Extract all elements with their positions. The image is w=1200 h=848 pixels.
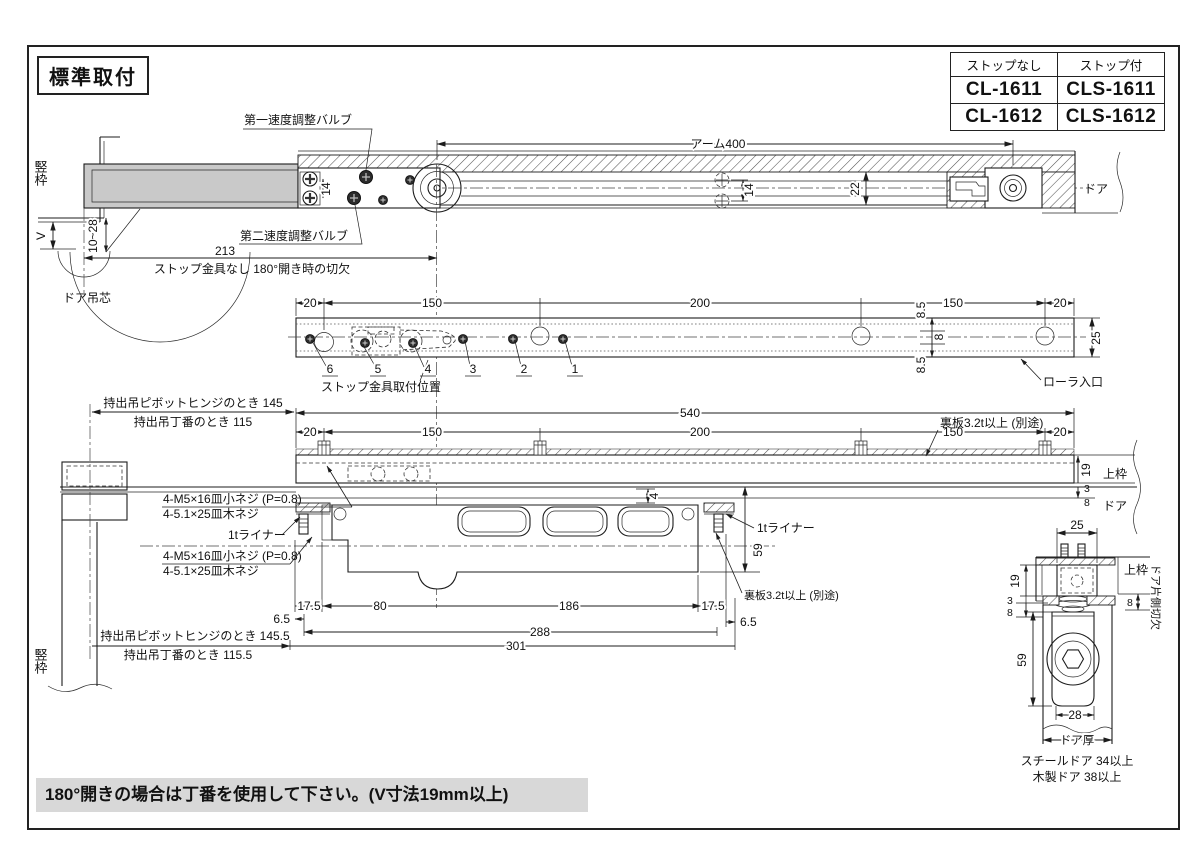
frame-label-bottom: 竪枠 (33, 648, 48, 674)
dim-14-left: 14 (319, 182, 333, 196)
dim-540: 540 (680, 406, 700, 420)
model-header-no-stop: ストップなし (950, 52, 1058, 77)
valve2-label: 第二速度調整バルブ (240, 228, 348, 243)
dim-175b: 17.5 (701, 599, 725, 613)
fr-dim-150a: 150 (422, 425, 442, 439)
butt-hinge-note: 持出吊丁番のとき 115 (134, 414, 253, 429)
fr-dim-20b: 20 (1053, 425, 1067, 439)
pos-1: 1 (572, 362, 579, 376)
fr-dim-150b: 150 (943, 425, 963, 439)
model-cell: CLS-1612 (1057, 103, 1165, 131)
cutout-note: ストップ金具なし 180°開き時の切欠 (154, 261, 350, 276)
rail-plan-view: 20 150 200 150 20 6 5 4 3 2 1 ストップ金具取付位置… (288, 296, 1105, 394)
door-label-front: ドア (1103, 499, 1127, 513)
butt-hinge-note-2: 持出吊丁番のとき 115.5 (124, 647, 253, 662)
dim-4: 4 (647, 492, 661, 499)
dim-v: V (34, 232, 48, 240)
dim-22: 22 (848, 182, 862, 196)
pos-5: 5 (375, 362, 382, 376)
sec-dim-3: 3 (1007, 595, 1013, 607)
dim-19-front: 19 (1079, 463, 1093, 477)
dim-213: 213 (215, 244, 235, 258)
wood-screw-note-2: 4-5.1×25皿木ネジ (163, 564, 259, 578)
backplate-note-1: 裏板3.2t以上 (別途) (940, 415, 1043, 430)
pos-3: 3 (470, 362, 477, 376)
machine-screw-note-2: 4-M5×16皿小ネジ (P=0.8) (163, 549, 302, 563)
dim-8-rail: 8 (932, 333, 946, 340)
dim-65-left: 6.5 (273, 612, 290, 626)
pos-2: 2 (521, 362, 528, 376)
door-notch-label: ドア片側切欠 (1149, 564, 1163, 630)
rail-dim-20b: 20 (1053, 296, 1067, 310)
sec-dim-59: 59 (1015, 653, 1029, 667)
dim-175a: 17.5 (297, 599, 321, 613)
pos-4: 4 (425, 362, 432, 376)
frame-label-top: 竪枠 (33, 160, 48, 186)
pivot-hinge-note-2: 持出吊ピボットヒンジのとき 145.5 (100, 628, 290, 643)
liner-note-1: 1tライナー (228, 528, 286, 542)
page-title: 標準取付 (49, 67, 137, 89)
footnote-text: 180°開きの場合は丁番を使用して下さい。(V寸法19mm以上) (45, 785, 509, 804)
rail-dim-150b: 150 (943, 296, 963, 310)
stop-position-label: ストップ金具取付位置 (321, 379, 441, 394)
roller-entry-label: ローラ入口 (1043, 375, 1103, 389)
dim-80: 80 (373, 599, 387, 613)
model-cell: CL-1612 (950, 103, 1058, 131)
liner-note-2: 1tライナー (757, 521, 815, 535)
model-cell: CLS-1611 (1057, 76, 1165, 104)
model-cell: CL-1611 (950, 76, 1058, 104)
sec-dim-8-left: 8 (1007, 607, 1013, 619)
machine-screw-note-1: 4-M5×16皿小ネジ (P=0.8) (163, 492, 302, 506)
dim-186: 186 (559, 599, 579, 613)
sec-dim-25: 25 (1070, 518, 1084, 532)
sec-dim-19: 19 (1008, 574, 1022, 588)
fr-dim-200: 200 (690, 425, 710, 439)
valve1-label: 第一速度調整バルブ (244, 112, 352, 127)
footnote-bar: 180°開きの場合は丁番を使用して下さい。(V寸法19mm以上) (36, 778, 588, 812)
dim-85a: 8.5 (914, 301, 928, 318)
dim-59-front: 59 (751, 543, 765, 557)
dim-85b: 8.5 (914, 356, 928, 373)
dim-10-28: 10~28 (86, 219, 100, 253)
rail-dim-150a: 150 (422, 296, 442, 310)
dim-65-right: 6.5 (740, 615, 757, 629)
sec-top-frame: 上枠 (1124, 563, 1148, 577)
dim-14-right: 14 (742, 183, 756, 197)
door-label-top: ドア (1084, 182, 1108, 196)
rail-dim-200: 200 (690, 296, 710, 310)
title-badge: 標準取付 (37, 56, 149, 95)
section-detail-view: 25 上枠 19 3 8 8 ドア片側切欠 59 28 ドア厚 スチールドア 3… (1006, 516, 1163, 784)
pivot-hinge-note: 持出吊ピボットヒンジのとき 145 (103, 395, 283, 410)
fr-dim-20a: 20 (303, 425, 317, 439)
dim-288: 288 (530, 625, 550, 639)
rail-dim-20a: 20 (303, 296, 317, 310)
dim-25-rail: 25 (1089, 331, 1103, 345)
model-table: ストップなし ストップ付 CL-1611 CLS-1611 CL-1612 CL… (950, 52, 1165, 131)
dim-8-front: 8 (1084, 497, 1090, 509)
arm-dim: アーム400 (691, 137, 746, 151)
top-frame-label: 上枠 (1103, 467, 1127, 481)
page-border (27, 45, 1180, 830)
wood-screw-note-1: 4-5.1×25皿木ネジ (163, 507, 259, 521)
dim-301: 301 (506, 639, 526, 653)
hinge-center-label: ドア吊芯 (63, 291, 111, 305)
steel-door-note: スチールドア 34以上 (1021, 754, 1134, 768)
sec-dim-8-right: 8 (1127, 597, 1133, 609)
front-elevation-view: 540 20 150 200 150 20 持出吊ピボットヒンジのとき 145 … (33, 395, 1141, 692)
model-header-with-stop: ストップ付 (1057, 52, 1165, 77)
dim-3-front: 3 (1084, 483, 1090, 495)
door-thickness-label: ドア厚 (1060, 734, 1095, 747)
sec-dim-28: 28 (1068, 708, 1082, 722)
backplate-note-2: 裏板3.2t以上 (別途) (744, 588, 839, 602)
pos-6: 6 (327, 362, 334, 376)
wood-door-note: 木製ドア 38以上 (1033, 770, 1122, 784)
